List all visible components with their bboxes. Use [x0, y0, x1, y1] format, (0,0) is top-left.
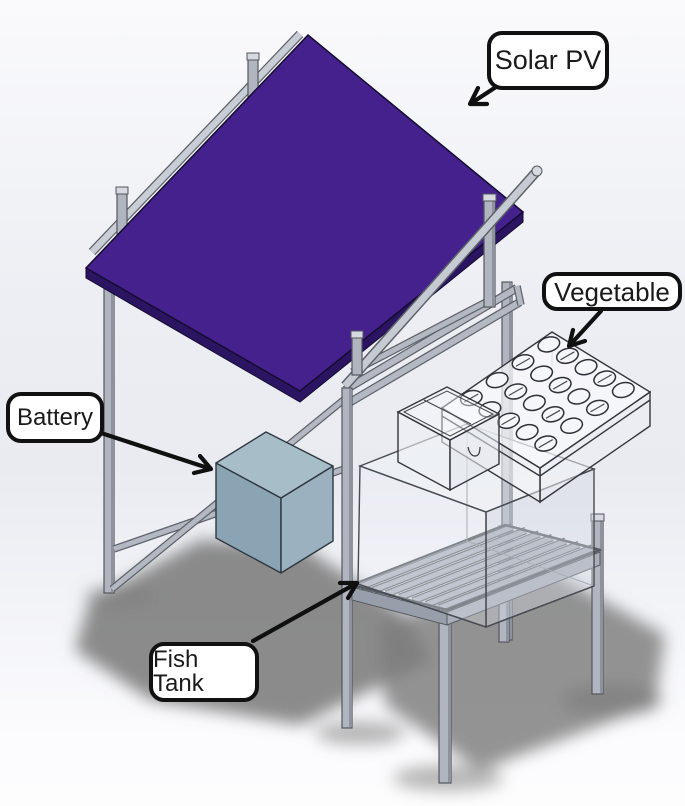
callout-solar-pv: Solar PV [487, 31, 609, 90]
callout-vegetable: Vegetable [542, 272, 682, 311]
callout-vegetable-label: Vegetable [554, 276, 670, 307]
compartment-notch [467, 446, 481, 457]
battery-unit [215, 431, 334, 574]
grow-bed [396, 331, 652, 504]
arrow-battery [98, 430, 214, 476]
table-slats [358, 523, 594, 612]
table-top-frame [350, 523, 602, 612]
solar-stand-front-post [341, 387, 353, 729]
panel-support-rail [342, 168, 540, 389]
callout-battery: Battery [6, 392, 104, 443]
callout-fish-tank-label: Fish Tank [153, 646, 204, 697]
table-leg [438, 606, 452, 784]
callout-fish-tank: Fish Tank [149, 642, 259, 702]
battery-top-face [215, 431, 334, 499]
callout-battery-label: Battery [16, 403, 94, 431]
net-pot-hole [530, 365, 554, 382]
arrow-fish-tank [250, 580, 360, 644]
callout-solar-pv-label: Solar PV [494, 45, 602, 75]
net-pot-hole [522, 394, 546, 412]
table-leg [590, 513, 605, 695]
grow-bed-compartment [396, 386, 501, 492]
net-pot-hole [515, 423, 539, 441]
net-pot-hole [567, 388, 591, 405]
solar-stand-a-frame [341, 165, 543, 408]
compartment-divider [423, 399, 472, 425]
arrow-vegetable [566, 308, 604, 349]
solar-panel [84, 33, 525, 403]
fish-tank-stand [350, 513, 605, 784]
net-pot-hole [537, 336, 561, 353]
panel-clamp [350, 330, 364, 376]
net-pot-hole [560, 417, 584, 434]
net-pot-hole [611, 381, 635, 399]
net-pot-hole [574, 358, 598, 376]
solar-panel-face [84, 33, 525, 392]
grow-holes [459, 336, 635, 452]
net-pot-hole [485, 371, 509, 389]
